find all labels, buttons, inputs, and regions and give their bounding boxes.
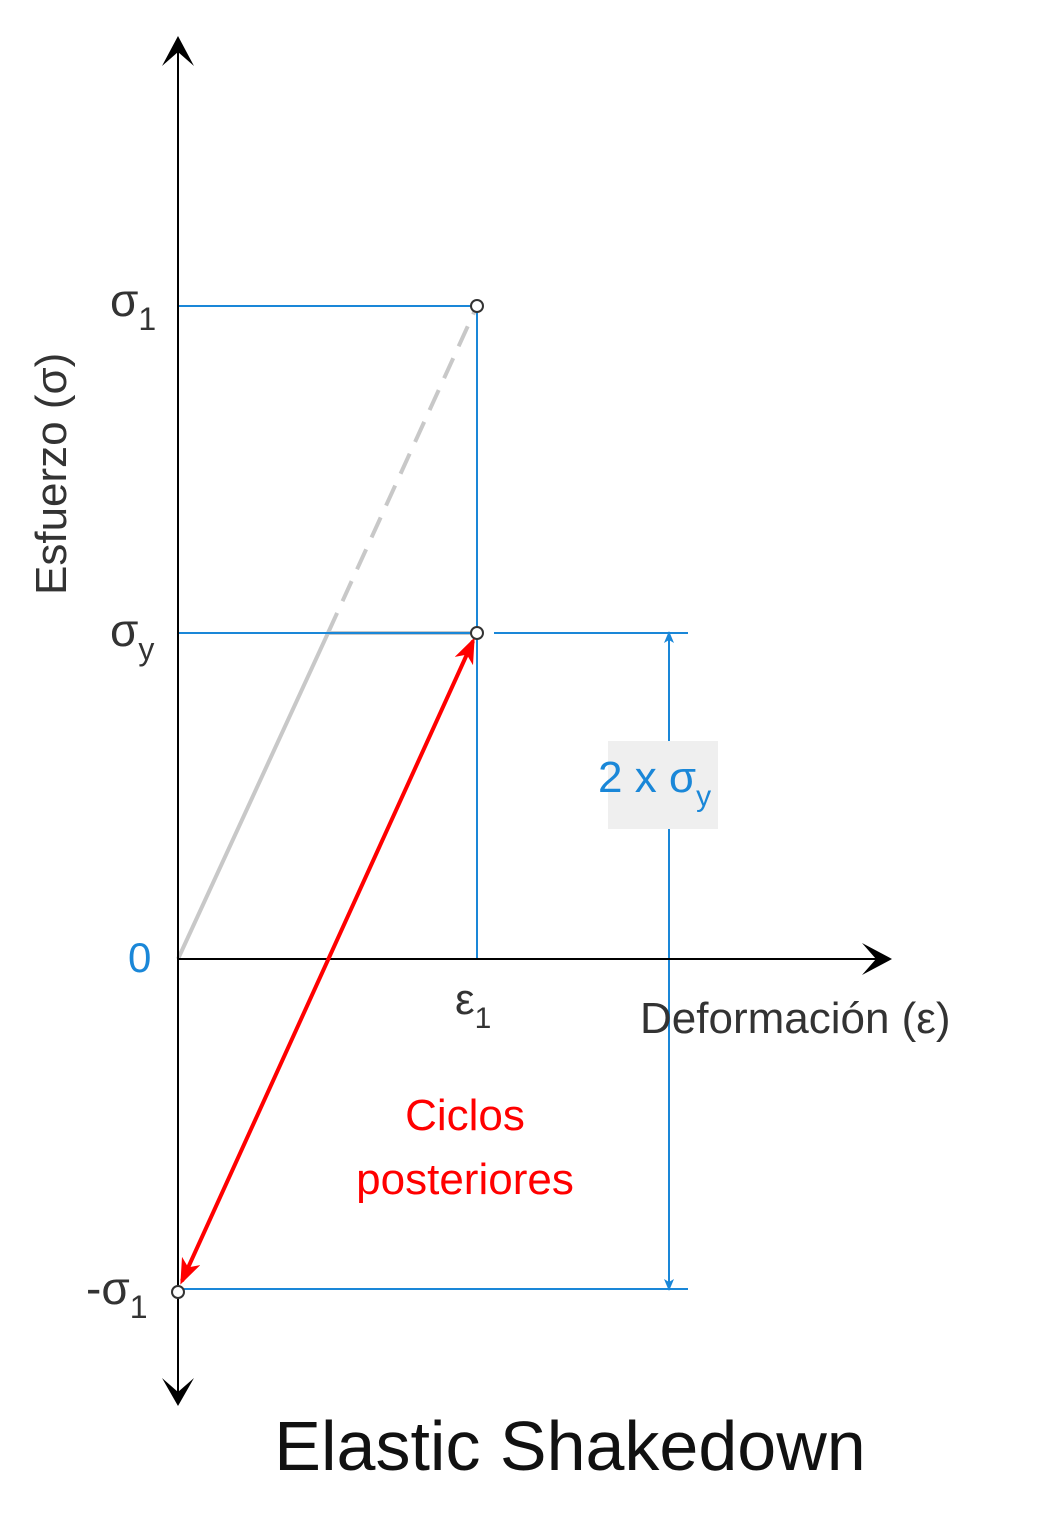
- sigma-1-label-sub: 1: [138, 301, 156, 337]
- neg-sigma-1-label-base: -σ: [86, 1262, 130, 1314]
- cycles-double-arrow: [180, 637, 475, 1285]
- range-label-background: [608, 741, 718, 829]
- epsilon-1-label-sub: 1: [475, 1002, 492, 1035]
- elastic-loading-line: [176, 632, 330, 960]
- sigma-y-label-base: σ: [110, 604, 138, 656]
- point-sigma-y: [470, 626, 484, 640]
- sigma-1-label-base: σ: [110, 274, 138, 326]
- y-axis-label: Esfuerzo (σ): [27, 353, 76, 595]
- y-axis-up-arrowhead: [162, 36, 194, 66]
- sigma-y-label: σy: [110, 604, 154, 667]
- y-axis-down-arrowhead: [162, 1378, 194, 1406]
- sigma-1-label: σ1: [110, 274, 156, 337]
- cycles-label-line2: posteriores: [356, 1155, 574, 1204]
- point-neg-sigma-1: [171, 1285, 185, 1299]
- x-axis-arrowhead: [862, 943, 892, 975]
- epsilon-1-label: ε1: [455, 975, 491, 1035]
- neg-sigma-1-label: -σ1: [86, 1262, 148, 1325]
- elastic-extension-dashed-line: [326, 305, 479, 634]
- range-label: 2 x σy: [598, 753, 711, 813]
- range-label-sub: y: [696, 780, 711, 813]
- neg-sigma-1-label-sub: 1: [130, 1289, 148, 1325]
- sigma-y-label-sub: y: [138, 631, 154, 667]
- range-label-base: 2 x σ: [598, 753, 696, 802]
- epsilon-1-label-base: ε: [455, 975, 475, 1024]
- x-axis-label: Deformación (ε): [640, 994, 951, 1043]
- cycles-label-line1: Ciclos: [405, 1091, 525, 1140]
- origin-label: 0: [128, 934, 151, 981]
- diagram-title: Elastic Shakedown: [274, 1407, 865, 1485]
- point-sigma-1: [470, 299, 484, 313]
